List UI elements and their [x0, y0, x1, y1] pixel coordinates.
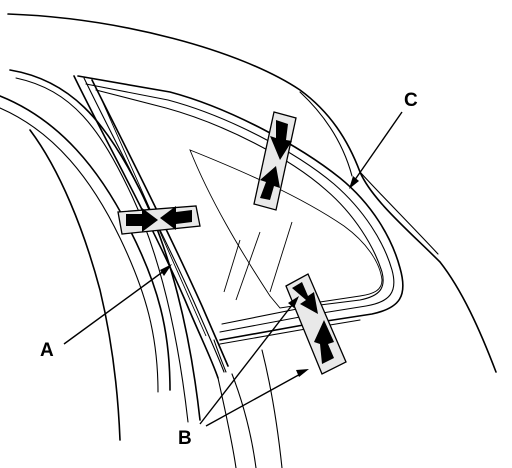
- arrow-up-icon: [260, 166, 280, 200]
- arrow-head-icon: [160, 264, 172, 276]
- callout-label-b: B: [178, 428, 192, 449]
- tape-strip-top: [253, 111, 297, 211]
- arrow-down-icon: [270, 120, 292, 160]
- quarter-glass-frame: [77, 75, 404, 373]
- arrow-left-icon: [160, 206, 192, 230]
- arrow-head-icon: [349, 176, 359, 189]
- leader-line-a: [63, 267, 169, 345]
- pillar-trim: [73, 75, 283, 468]
- arrow-head-icon: [296, 369, 309, 377]
- arrow-up-icon: [314, 320, 334, 364]
- leader-line-b1: [199, 299, 297, 425]
- leader-line-c: [351, 111, 403, 185]
- arrow-right-icon: [126, 208, 158, 232]
- arrow-down-icon: [292, 282, 318, 314]
- callout-label-c: C: [404, 90, 418, 111]
- tape-horizontal: [117, 205, 201, 235]
- leader-lines: [63, 111, 403, 427]
- arrow-head-icon: [288, 296, 299, 308]
- callout-label-a: A: [40, 340, 54, 361]
- tape-vertical-top: [253, 111, 297, 211]
- roof-outline: [7, 13, 497, 373]
- tape-vertical-bottom: [285, 273, 347, 375]
- tape-strip-bottom: [285, 273, 347, 375]
- leader-line-b2: [205, 371, 305, 427]
